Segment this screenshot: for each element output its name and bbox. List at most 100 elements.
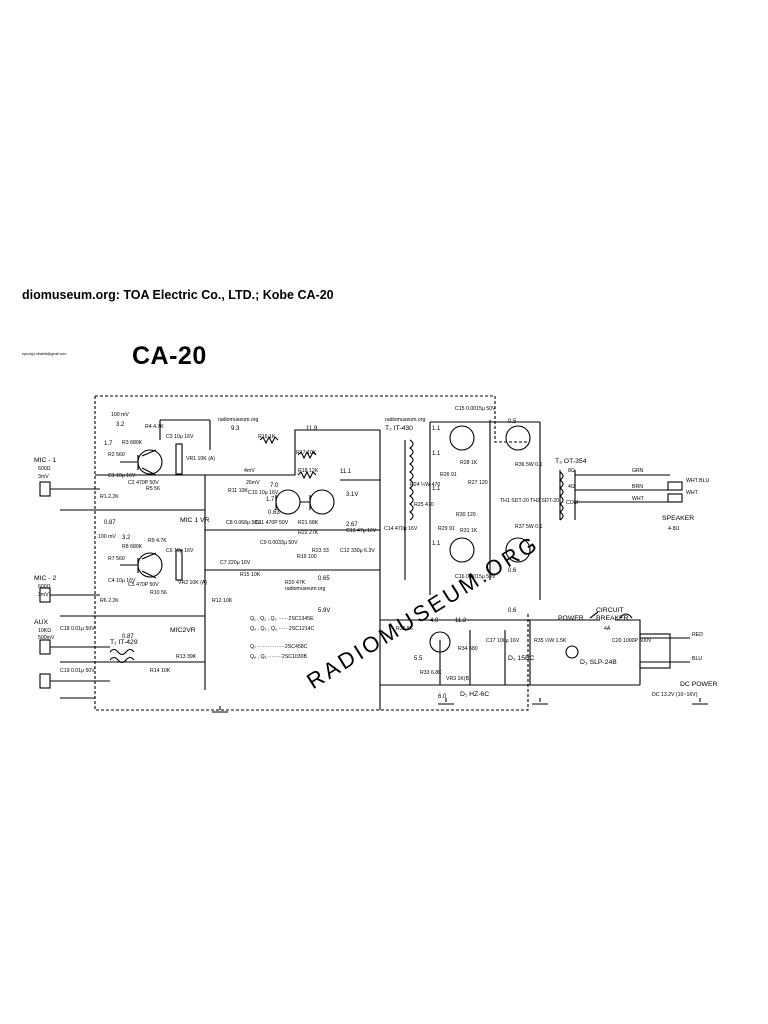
transistor-legend: Q₈ , Q₉ ········2SC1030B [250, 654, 307, 660]
speaker-tap: 8Ω [568, 468, 575, 474]
voltage-label: 7.0 [270, 483, 279, 489]
voltage-label: 6.0 [438, 694, 447, 700]
component-label: R36 5W 0.1 [515, 462, 543, 468]
mic1-impedance: 600Ω [38, 466, 51, 472]
component-label: R5 56 [146, 486, 160, 492]
voltage-label: 3.1V [346, 492, 358, 498]
component-label: R2 560 [108, 452, 125, 458]
page-header: diomuseum.org: TOA Electric Co., LTD.; K… [22, 288, 334, 302]
component-label: R22 27K [298, 530, 319, 536]
speaker-impedance: 4·8Ω [668, 526, 679, 532]
transistor-legend: Q₄ , Q₅ , Q₆ ······2SC1214C [250, 626, 314, 632]
voltage-label: 11.1 [340, 469, 352, 475]
breaker-rating: 4A [604, 626, 611, 632]
component-label: R13 39K [176, 654, 197, 660]
component-label: C11 470P 50V [255, 520, 289, 526]
mic1-label: MIC - 1 [34, 457, 56, 464]
mv-note: 26mV [246, 480, 260, 486]
component-label: R1 2.2K [100, 494, 119, 500]
component-label: R3 680K [122, 440, 143, 446]
component-label: R21 68K [298, 520, 319, 526]
power-switch-label: POWER [558, 615, 584, 622]
speaker-wire: GRN [632, 468, 644, 474]
component-label: R24 ½W 470 [410, 481, 440, 488]
mic2-label: MIC - 2 [34, 575, 56, 582]
breaker-label: CIRCUIT [596, 607, 624, 614]
component-label: C9 0.0033μ 50V [260, 540, 298, 546]
component-label: C16 0.0015μ 50V [455, 574, 496, 580]
component-label: R29 91 [438, 526, 455, 532]
component-label: C19 0.01μ 50V [60, 668, 95, 674]
breaker-label: BREAKER [596, 615, 629, 622]
site-label: radiomuseum.org [385, 417, 425, 423]
component-label: R23 33 [312, 548, 329, 554]
voltage-label: 4.9 [430, 618, 439, 624]
component-label: R18 12K [298, 468, 319, 474]
component-label: R10 56 [150, 590, 167, 596]
component-label: TH1 SDT-20 TH2 SDT-20 [500, 498, 559, 504]
voltage-label: 0.87 [104, 520, 116, 526]
component-label: C10 10μ 16V [248, 490, 279, 496]
diode-label: D₃ SLP-24B [580, 659, 617, 666]
voltage-label: 1.1 [432, 426, 441, 432]
component-label: R19 100 [297, 554, 317, 560]
schematic-diagram: RADIOMUSEUM.ORG radiomuseum.org radiomus… [34, 395, 717, 713]
dc-power-label: DC POWER [680, 681, 717, 688]
component-label: R34 680 [458, 646, 478, 652]
mic2-vr-label: MIC2VR [170, 627, 196, 634]
speaker-plug: WHT BLU [686, 478, 710, 484]
transistor-legend: Q₁ , Q₂ , Q₃ ······2SC1345E [250, 616, 314, 622]
voltage-label: 1.1 [432, 451, 441, 457]
component-label: C3 10μ 16V [166, 434, 194, 440]
component-label: R33 6.8K [420, 670, 442, 676]
transformer-t2: T₂ IT-430 [385, 425, 413, 432]
aux-impedance: 10KΩ [38, 628, 51, 634]
voltage-label: 0.87 [122, 634, 134, 640]
mv-note: 100 mV [111, 412, 129, 418]
dc-power-spec: DC 13.2V (10~16V) [652, 692, 698, 698]
component-label: C15 0.0015μ 50V [455, 406, 496, 412]
email-note: eprodrjo-vlhaildt@gmail.com [22, 352, 67, 356]
speaker-wire: WHT [632, 496, 645, 502]
mv-note: 4mV [244, 468, 255, 474]
component-label: R26 91 [440, 472, 457, 478]
component-label: C13 47μ 16V [346, 528, 377, 534]
voltage-label: 9.3 [231, 426, 240, 432]
component-label: R12 10K [212, 598, 233, 604]
voltage-label: 1.7 [104, 441, 113, 447]
component-label: C12 330μ 6.3V [340, 548, 375, 554]
component-label: R20 47K [285, 580, 306, 586]
speaker-label: SPEAKER [662, 515, 694, 522]
voltage-label: 5.9V [318, 608, 330, 614]
model-title: CA-20 [132, 342, 207, 370]
component-label: R31 1K [460, 528, 478, 534]
mic1-vr-label: MIC 1 VR [180, 517, 210, 524]
component-label: R14 10K [150, 668, 171, 674]
voltage-label: 0.6 [508, 568, 517, 574]
voltage-label: 3.2 [122, 535, 131, 541]
component-label: R7 560 [108, 556, 125, 562]
aux-label: AUX [34, 619, 48, 626]
mic2-level: 3mV [38, 592, 49, 598]
voltage-label: 0.6 [508, 608, 517, 614]
mv-note: 100 mV [98, 534, 116, 540]
component-label: VR3 1K(B) [446, 676, 471, 682]
mic1-level: 3mV [38, 474, 49, 480]
component-label: R6 2.2K [100, 598, 119, 604]
component-label: C5 470P 50V [128, 582, 159, 588]
voltage-label: 5.5 [414, 656, 423, 662]
power-wire: BLU [692, 656, 702, 662]
component-label: C2 470P 50V [128, 480, 159, 486]
component-label: R16 1K [258, 434, 276, 440]
component-label: VR2 10K (A) [178, 580, 207, 586]
speaker-plug: WHT [686, 490, 699, 496]
site-label: radiomuseum.org [218, 417, 258, 423]
diode-label: D₁ HZ-6C [460, 691, 489, 698]
diode-label: D₂ 15BC [508, 655, 535, 662]
component-label: R30 120 [456, 512, 476, 518]
wiring [39, 395, 708, 713]
transistor-legend: Q₇ ················2SC458C [250, 644, 308, 650]
component-label: R27 120 [468, 480, 488, 486]
speaker-tap: COM [566, 500, 578, 506]
component-label: C4 10μ 16V [108, 578, 136, 584]
